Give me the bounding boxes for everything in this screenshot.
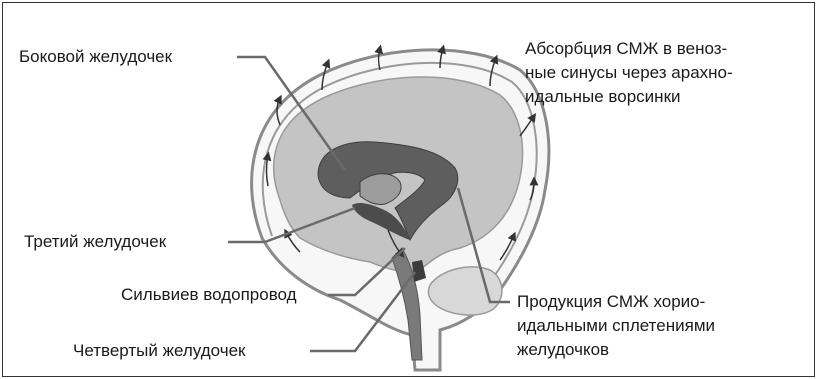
label-third-ventricle: Третий желудочек bbox=[24, 231, 166, 253]
label-production-line2: идальными сплетениями bbox=[517, 315, 715, 337]
label-absorption-line2: ные синусы через арахно- bbox=[525, 62, 733, 84]
label-production-line3: желудочков bbox=[517, 339, 609, 361]
label-sylvian-aqueduct: Сильвиев водопровод bbox=[121, 284, 297, 306]
label-absorption-line3: идальные ворсинки bbox=[525, 86, 681, 108]
label-fourth-ventricle: Четвертый желудочек bbox=[73, 340, 245, 362]
label-lateral-ventricle: Боковой желудочек bbox=[19, 46, 172, 68]
label-absorption-line1: Абсорбция СМЖ в веноз- bbox=[525, 38, 727, 60]
label-production-line1: Продукция СМЖ хорио- bbox=[517, 291, 705, 313]
